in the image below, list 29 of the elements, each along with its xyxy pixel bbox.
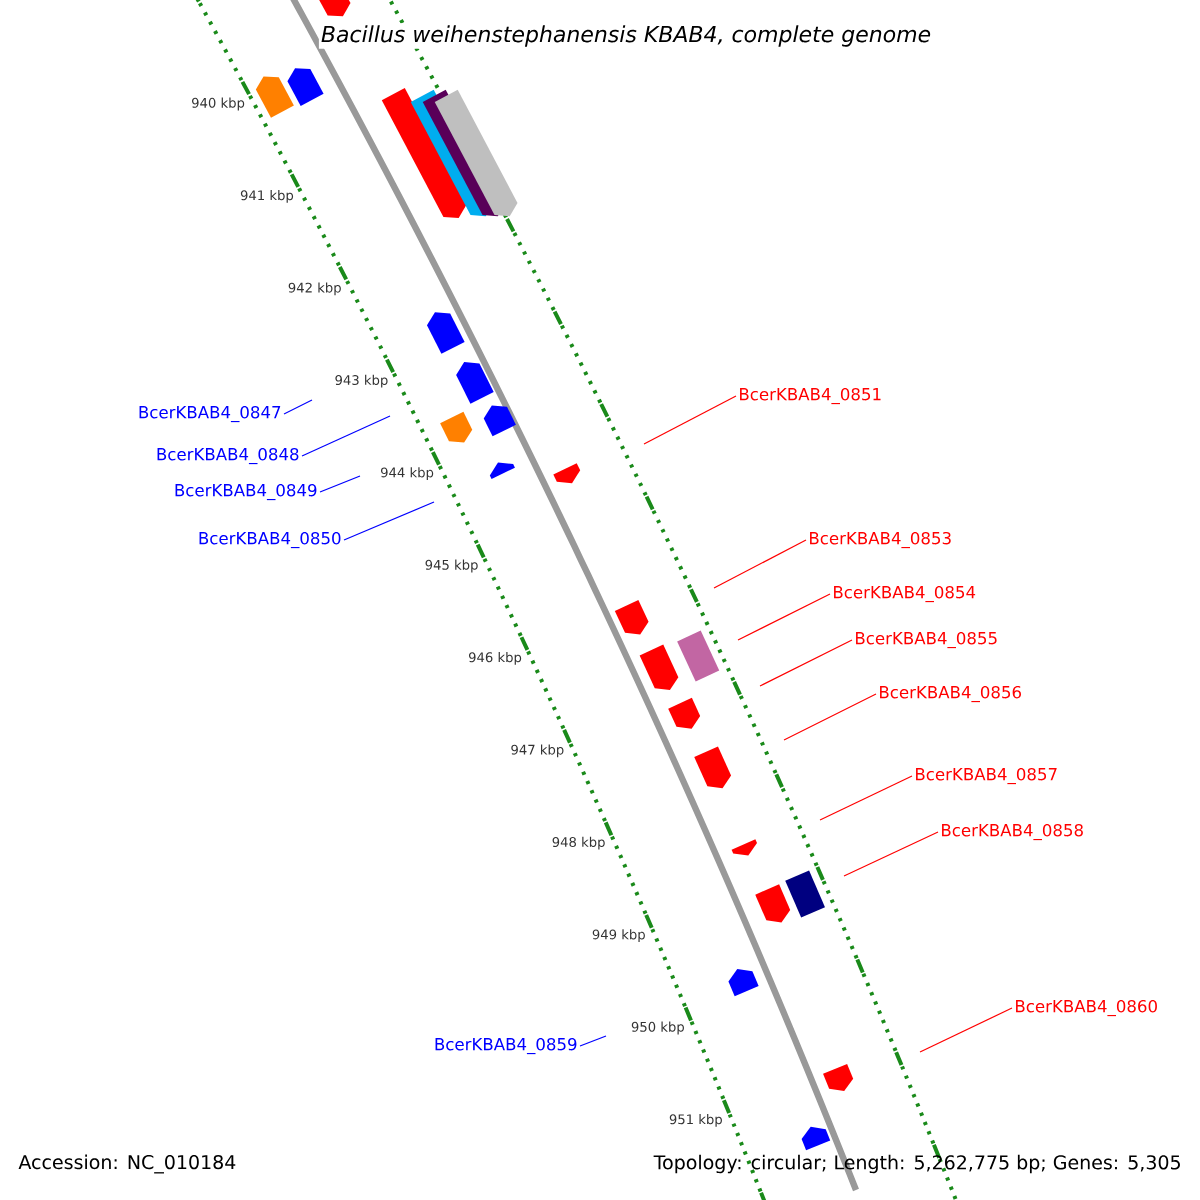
title: Bacillus weihenstephanensis KBAB4, complete genome (318, 23, 934, 49)
leader-line (737, 593, 831, 641)
genome-info: Topology: circular; Length: 5,262,775 bp; Genes: 5,305 (653, 1154, 1180, 1174)
gene-label: BcerKBAB4_0856 (880, 685, 1021, 703)
leader-line (283, 399, 313, 415)
leader-line (343, 501, 435, 541)
gene-label: BcerKBAB4_0860 (1016, 999, 1157, 1017)
leader-line (301, 415, 391, 457)
leader-line (843, 831, 939, 877)
accession-label: Accession: NC_010184 (18, 1154, 236, 1174)
gene-label: BcerKBAB4_0855 (856, 631, 997, 649)
leader-line (643, 395, 737, 445)
leader-line (713, 539, 807, 589)
gene-label: BcerKBAB4_0853 (810, 531, 951, 549)
gene-label: BcerKBAB4_0851 (740, 387, 881, 405)
gene-label: BcerKBAB4_0849 (175, 483, 317, 501)
leader-line (319, 475, 361, 493)
leader-line (919, 1007, 1013, 1053)
leader-line (579, 1035, 607, 1047)
gene-label: BcerKBAB4_0850 (199, 531, 341, 549)
gene-label: BcerKBAB4_0857 (916, 767, 1057, 785)
leader-line (783, 693, 877, 741)
leader-line (819, 775, 913, 821)
gene-label: BcerKBAB4_0859 (435, 1037, 577, 1055)
gene-label: BcerKBAB4_0848 (157, 447, 299, 465)
gene-label: BcerKBAB4_0854 (834, 585, 976, 603)
gene-label: BcerKBAB4_0847 (139, 405, 281, 423)
gene-label: BcerKBAB4_0858 (942, 823, 1083, 841)
leader-line (759, 639, 853, 687)
